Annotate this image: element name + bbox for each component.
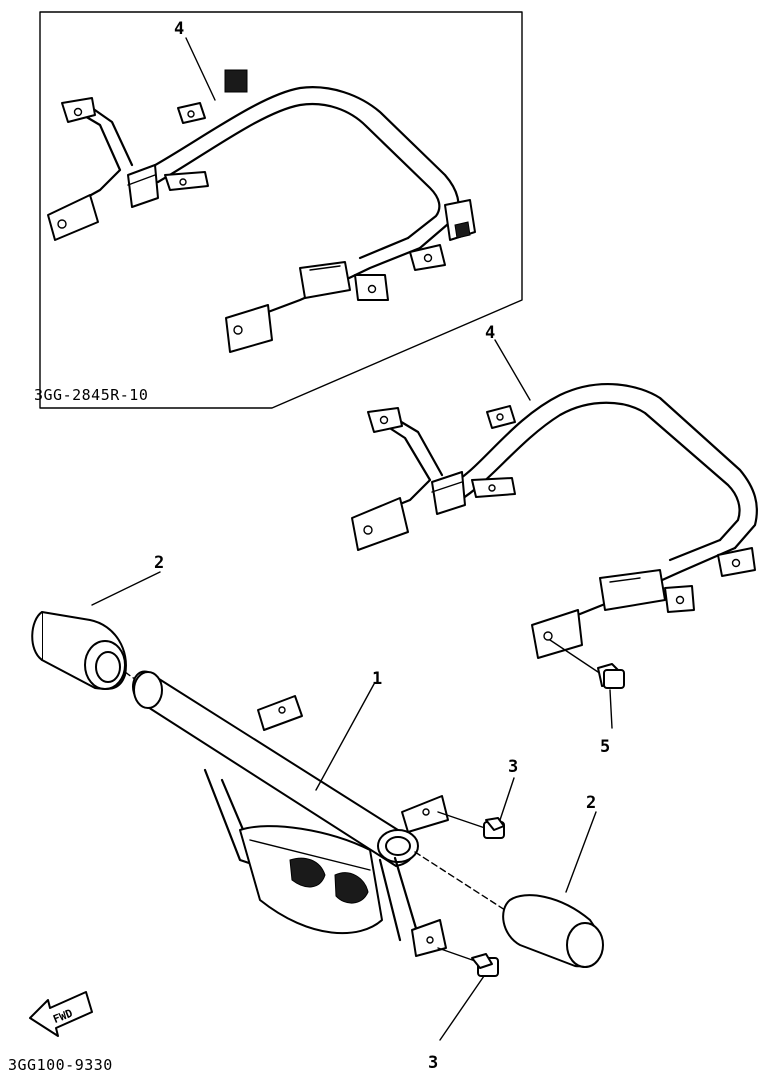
bolt-lower-drawing: 3 [428, 947, 499, 1073]
frame-bolt-drawing: 5 [549, 639, 625, 757]
callout-3-lower-label: 3 [428, 1053, 438, 1073]
axis-line-right [414, 851, 506, 911]
callout-2-left-label: 2 [154, 553, 164, 573]
end-cap-left: 2 [31, 553, 164, 690]
footer-code: 3GG100-9330 [8, 1056, 113, 1074]
inset-box [39, 11, 523, 409]
frame-drawing [351, 383, 758, 659]
inset-frame-drawing [47, 69, 476, 353]
callout-4-main: 4 [485, 323, 531, 401]
guard-main: 1 [132, 669, 449, 957]
bolt-upper-drawing: 3 [437, 757, 518, 839]
callout-5-label: 5 [600, 737, 610, 757]
end-cap-right: 2 [502, 793, 604, 968]
callout-4-inset: 4 [174, 19, 216, 101]
fwd-arrow-icon: FWD [29, 991, 93, 1037]
callout-4-inset-label: 4 [174, 19, 184, 39]
inset-code: 3GG-2845R-10 [34, 386, 148, 404]
callout-2-right-label: 2 [586, 793, 596, 813]
callout-4-label: 4 [485, 323, 495, 343]
callout-3-upper-label: 3 [508, 757, 518, 777]
callout-1-label: 1 [372, 669, 382, 689]
